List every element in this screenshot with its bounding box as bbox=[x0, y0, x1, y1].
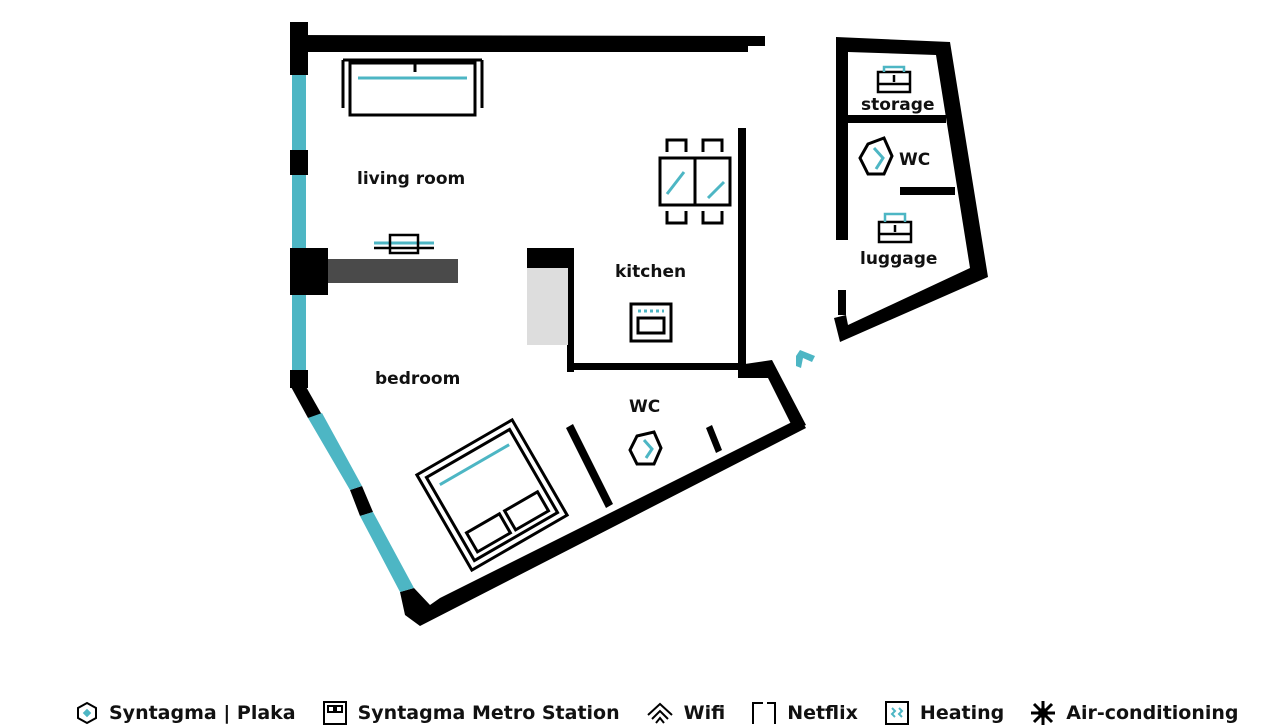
storage-box-icon bbox=[876, 65, 913, 244]
walls bbox=[290, 22, 806, 626]
legend-label: Syntagma Metro Station bbox=[357, 702, 620, 724]
tv-icon bbox=[374, 233, 434, 255]
legend-label: Heating bbox=[919, 702, 1005, 724]
legend-item: Heating bbox=[884, 700, 1004, 726]
legend-label: Air-conditioning bbox=[1066, 702, 1239, 724]
legend-item: Syntagma | Plaka bbox=[75, 700, 296, 726]
kitchen-counter bbox=[328, 259, 458, 283]
legend-item: Netflix bbox=[751, 700, 858, 726]
location-pin-icon bbox=[77, 701, 97, 725]
heating-icon bbox=[884, 701, 909, 725]
annex-walls bbox=[834, 37, 988, 342]
bed-icon bbox=[414, 417, 570, 573]
label-luggage: luggage bbox=[860, 249, 937, 269]
legend-label: Wifi bbox=[683, 702, 726, 724]
stairs bbox=[527, 268, 568, 345]
label-living-room: living room bbox=[357, 169, 465, 189]
oven-icon bbox=[629, 302, 673, 343]
amenities-legend: Syntagma | Plaka Syntagma Metro Station … bbox=[75, 700, 1239, 726]
legend-item: Wifi bbox=[646, 700, 726, 726]
label-kitchen: kitchen bbox=[615, 262, 686, 282]
windows bbox=[292, 75, 815, 592]
label-bedroom: bedroom bbox=[375, 369, 460, 389]
snowflake-icon bbox=[1031, 701, 1056, 725]
wifi-icon bbox=[646, 702, 673, 724]
dining-table-icon bbox=[658, 138, 732, 225]
legend-label: Netflix bbox=[787, 702, 858, 724]
toilet-icon bbox=[628, 136, 894, 466]
label-storage: storage bbox=[861, 95, 934, 115]
tv-icon bbox=[752, 702, 777, 724]
sofa-icon bbox=[341, 58, 484, 117]
legend-item: Syntagma Metro Station bbox=[322, 700, 620, 726]
legend-item: Air-conditioning bbox=[1030, 700, 1239, 726]
label-wc-main: WC bbox=[629, 397, 660, 417]
metro-icon bbox=[322, 701, 347, 725]
legend-label: Syntagma | Plaka bbox=[109, 702, 296, 724]
label-wc-annex: WC bbox=[899, 150, 930, 170]
